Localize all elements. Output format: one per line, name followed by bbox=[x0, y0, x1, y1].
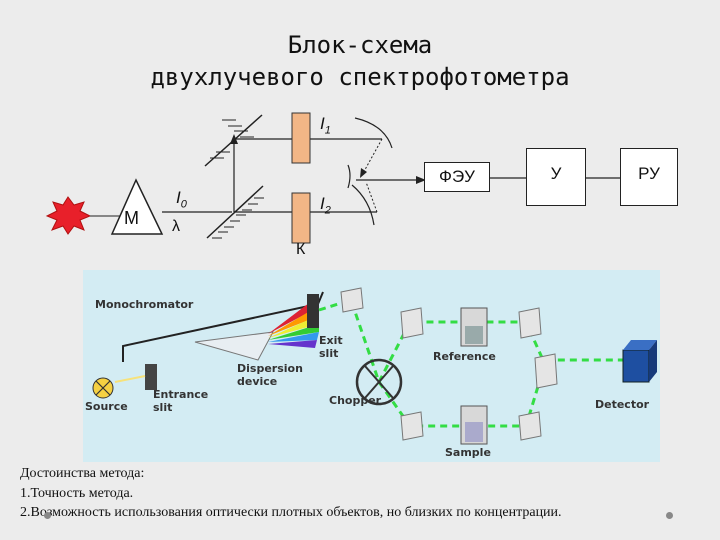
chopper-label: Chopper bbox=[329, 394, 382, 407]
dispersion-label: Dispersion device bbox=[237, 362, 303, 388]
amplifier-block: У bbox=[526, 148, 586, 206]
entrance-slit-line-2: slit bbox=[153, 401, 173, 414]
monochromator-label: Monochromator bbox=[95, 298, 194, 311]
beam-i1-letter: I bbox=[320, 114, 325, 133]
detector-block: ФЭУ bbox=[424, 162, 490, 192]
beam-i2-label: I2 bbox=[320, 194, 331, 216]
light-source-star-icon bbox=[45, 196, 92, 235]
detector-label: Detector bbox=[595, 398, 650, 411]
exit-slit-line-2: slit bbox=[319, 347, 339, 360]
reference-label: Reference bbox=[433, 350, 496, 363]
dispersion-line-2: device bbox=[237, 375, 278, 388]
advantages-heading: Достоинства метода: bbox=[20, 466, 145, 481]
beam-i0-letter: I bbox=[176, 188, 181, 207]
beam-i1-label: I1 bbox=[320, 114, 331, 136]
detector-box bbox=[622, 349, 650, 383]
exit-slit-shape bbox=[307, 294, 319, 328]
exit-slit-label: Exit slit bbox=[319, 334, 343, 360]
title-line-2: двухлучевого спектрофотометра bbox=[150, 63, 570, 91]
beam-i0-subscript: 0 bbox=[180, 198, 187, 211]
exit-slit-line-1: Exit bbox=[319, 334, 343, 347]
schematic-drawing bbox=[92, 287, 657, 445]
prism-label: M bbox=[124, 208, 139, 228]
beam-i2-letter: I bbox=[320, 194, 325, 213]
recorder-block: РУ bbox=[620, 148, 678, 206]
dispersion-device-shape bbox=[194, 331, 274, 361]
cuvette-upper bbox=[291, 112, 311, 164]
advantage-2: 2.Возможность использования оптически пл… bbox=[20, 505, 562, 520]
bullet-dot-left bbox=[44, 512, 51, 519]
entrance-slit-label: Entrance slit bbox=[153, 388, 208, 414]
prism-shape bbox=[110, 178, 164, 235]
entrance-slit-shape bbox=[145, 364, 157, 390]
block-diagram bbox=[45, 112, 620, 244]
beam-i0-label: I0 bbox=[176, 188, 187, 210]
spectrophotometer-schematic: Monochromator Exit slit Dispersion devic… bbox=[83, 270, 660, 462]
cuvette-label: К bbox=[296, 241, 306, 258]
cuvette-lower bbox=[291, 192, 311, 244]
advantage-1: 1.Точность метода. bbox=[20, 486, 134, 501]
beam-i1-subscript: 1 bbox=[324, 124, 331, 137]
title-line-1: Блок-схема bbox=[287, 31, 433, 59]
beam-i2-subscript: 2 bbox=[324, 204, 331, 217]
entrance-slit-line-1: Entrance bbox=[153, 388, 209, 401]
sample-label: Sample bbox=[445, 446, 491, 459]
chopper-disc bbox=[355, 358, 403, 406]
lambda-label: λ bbox=[172, 218, 180, 235]
source-label: Source bbox=[85, 400, 128, 413]
bullet-dot-right bbox=[666, 512, 673, 519]
dispersion-line-1: Dispersion bbox=[237, 362, 303, 375]
